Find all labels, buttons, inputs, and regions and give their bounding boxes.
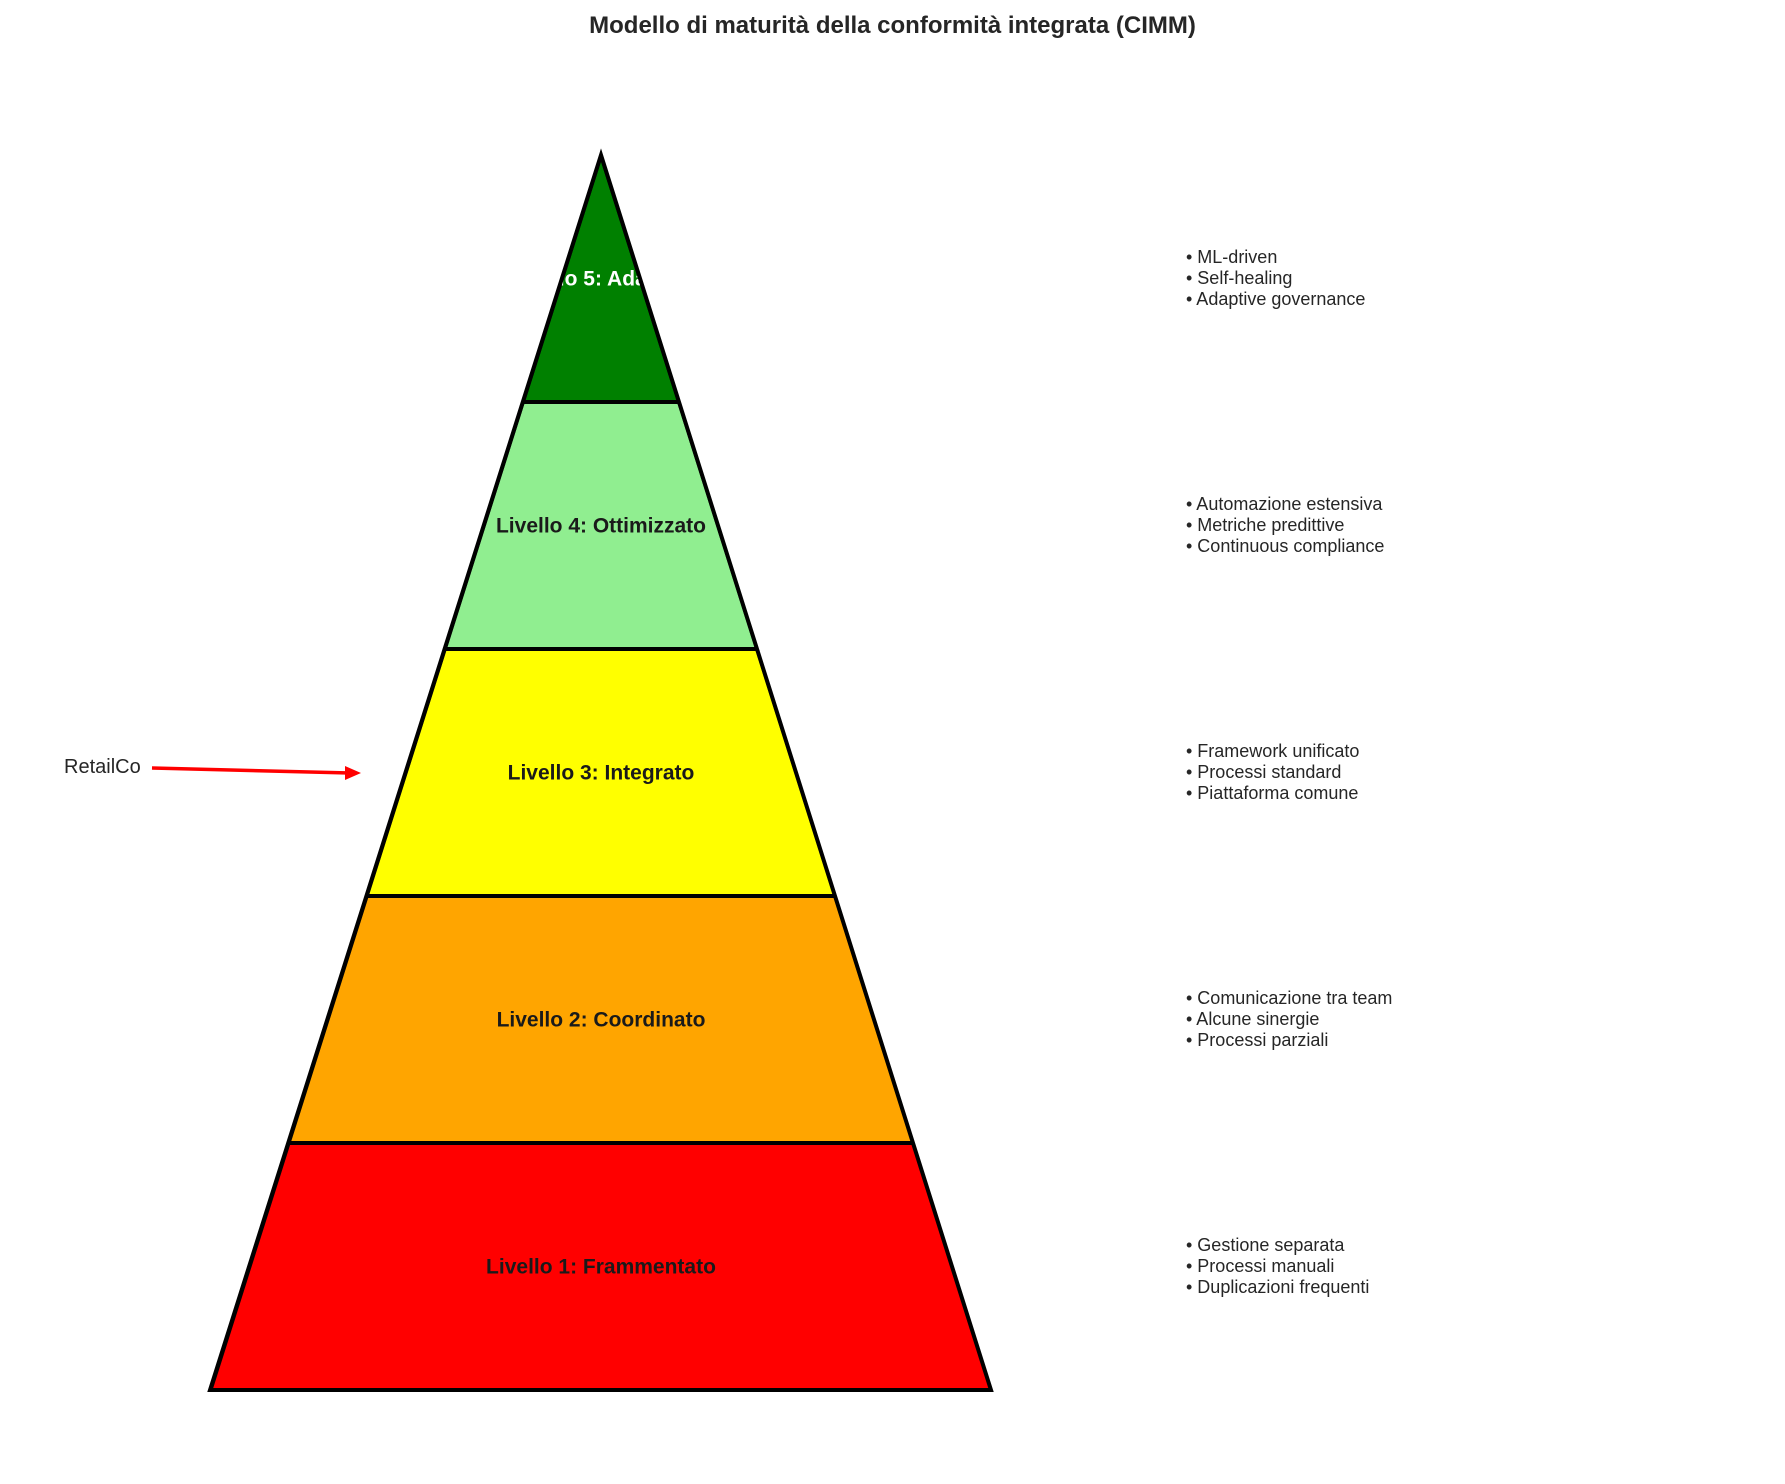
level-3-bullet: • Processi standard	[1186, 761, 1342, 782]
level-5-bullet: • Adaptive governance	[1186, 288, 1366, 309]
level-5-bullet: • ML-driven	[1186, 246, 1278, 267]
level-2-description: • Comunicazione tra team• Alcune sinergi…	[1186, 988, 1392, 1051]
level-5-description: • ML-driven• Self-healing• Adaptive gove…	[1186, 247, 1365, 310]
marker-arrow-head	[345, 766, 361, 780]
level-2-bullet: • Alcune sinergie	[1186, 1008, 1320, 1029]
level-1-bullet: • Gestione separata	[1186, 1234, 1345, 1255]
level-4-label: Livello 4: Ottimizzato	[496, 515, 706, 538]
level-3-bullet: • Framework unificato	[1186, 740, 1360, 761]
marker-arrow-line	[151, 766, 351, 775]
level-3-description: • Framework unificato• Processi standard…	[1186, 741, 1359, 804]
level-4-bullet: • Metriche predittive	[1186, 514, 1345, 535]
level-2-bullet: • Processi parziali	[1186, 1029, 1329, 1050]
pyramid-outline	[207, 148, 994, 1392]
level-1-label: Livello 1: Frammentato	[486, 1256, 716, 1279]
level-4-bullet: • Automazione estensiva	[1186, 493, 1383, 514]
level-1-bullet: • Processi manuali	[1186, 1255, 1335, 1276]
level-3-label: Livello 3: Integrato	[508, 762, 695, 785]
level-2-label: Livello 2: Coordinato	[497, 1009, 706, 1032]
level-4-description: • Automazione estensiva• Metriche predit…	[1186, 494, 1384, 557]
level-2-bullet: • Comunicazione tra team	[1186, 987, 1393, 1008]
level-5-bullet: • Self-healing	[1186, 267, 1293, 288]
retailco-label: RetailCo	[64, 756, 141, 778]
diagram-title: Modello di maturità della conformità int…	[589, 12, 1196, 39]
level-1-bullet: • Duplicazioni frequenti	[1186, 1276, 1370, 1297]
level-5-label: Livello 5: Adattivo	[511, 268, 691, 291]
level-1-description: • Gestione separata• Processi manuali• D…	[1186, 1235, 1369, 1298]
level-3-bullet: • Piattaforma comune	[1186, 782, 1359, 803]
level-4-bullet: • Continuous compliance	[1186, 535, 1385, 556]
